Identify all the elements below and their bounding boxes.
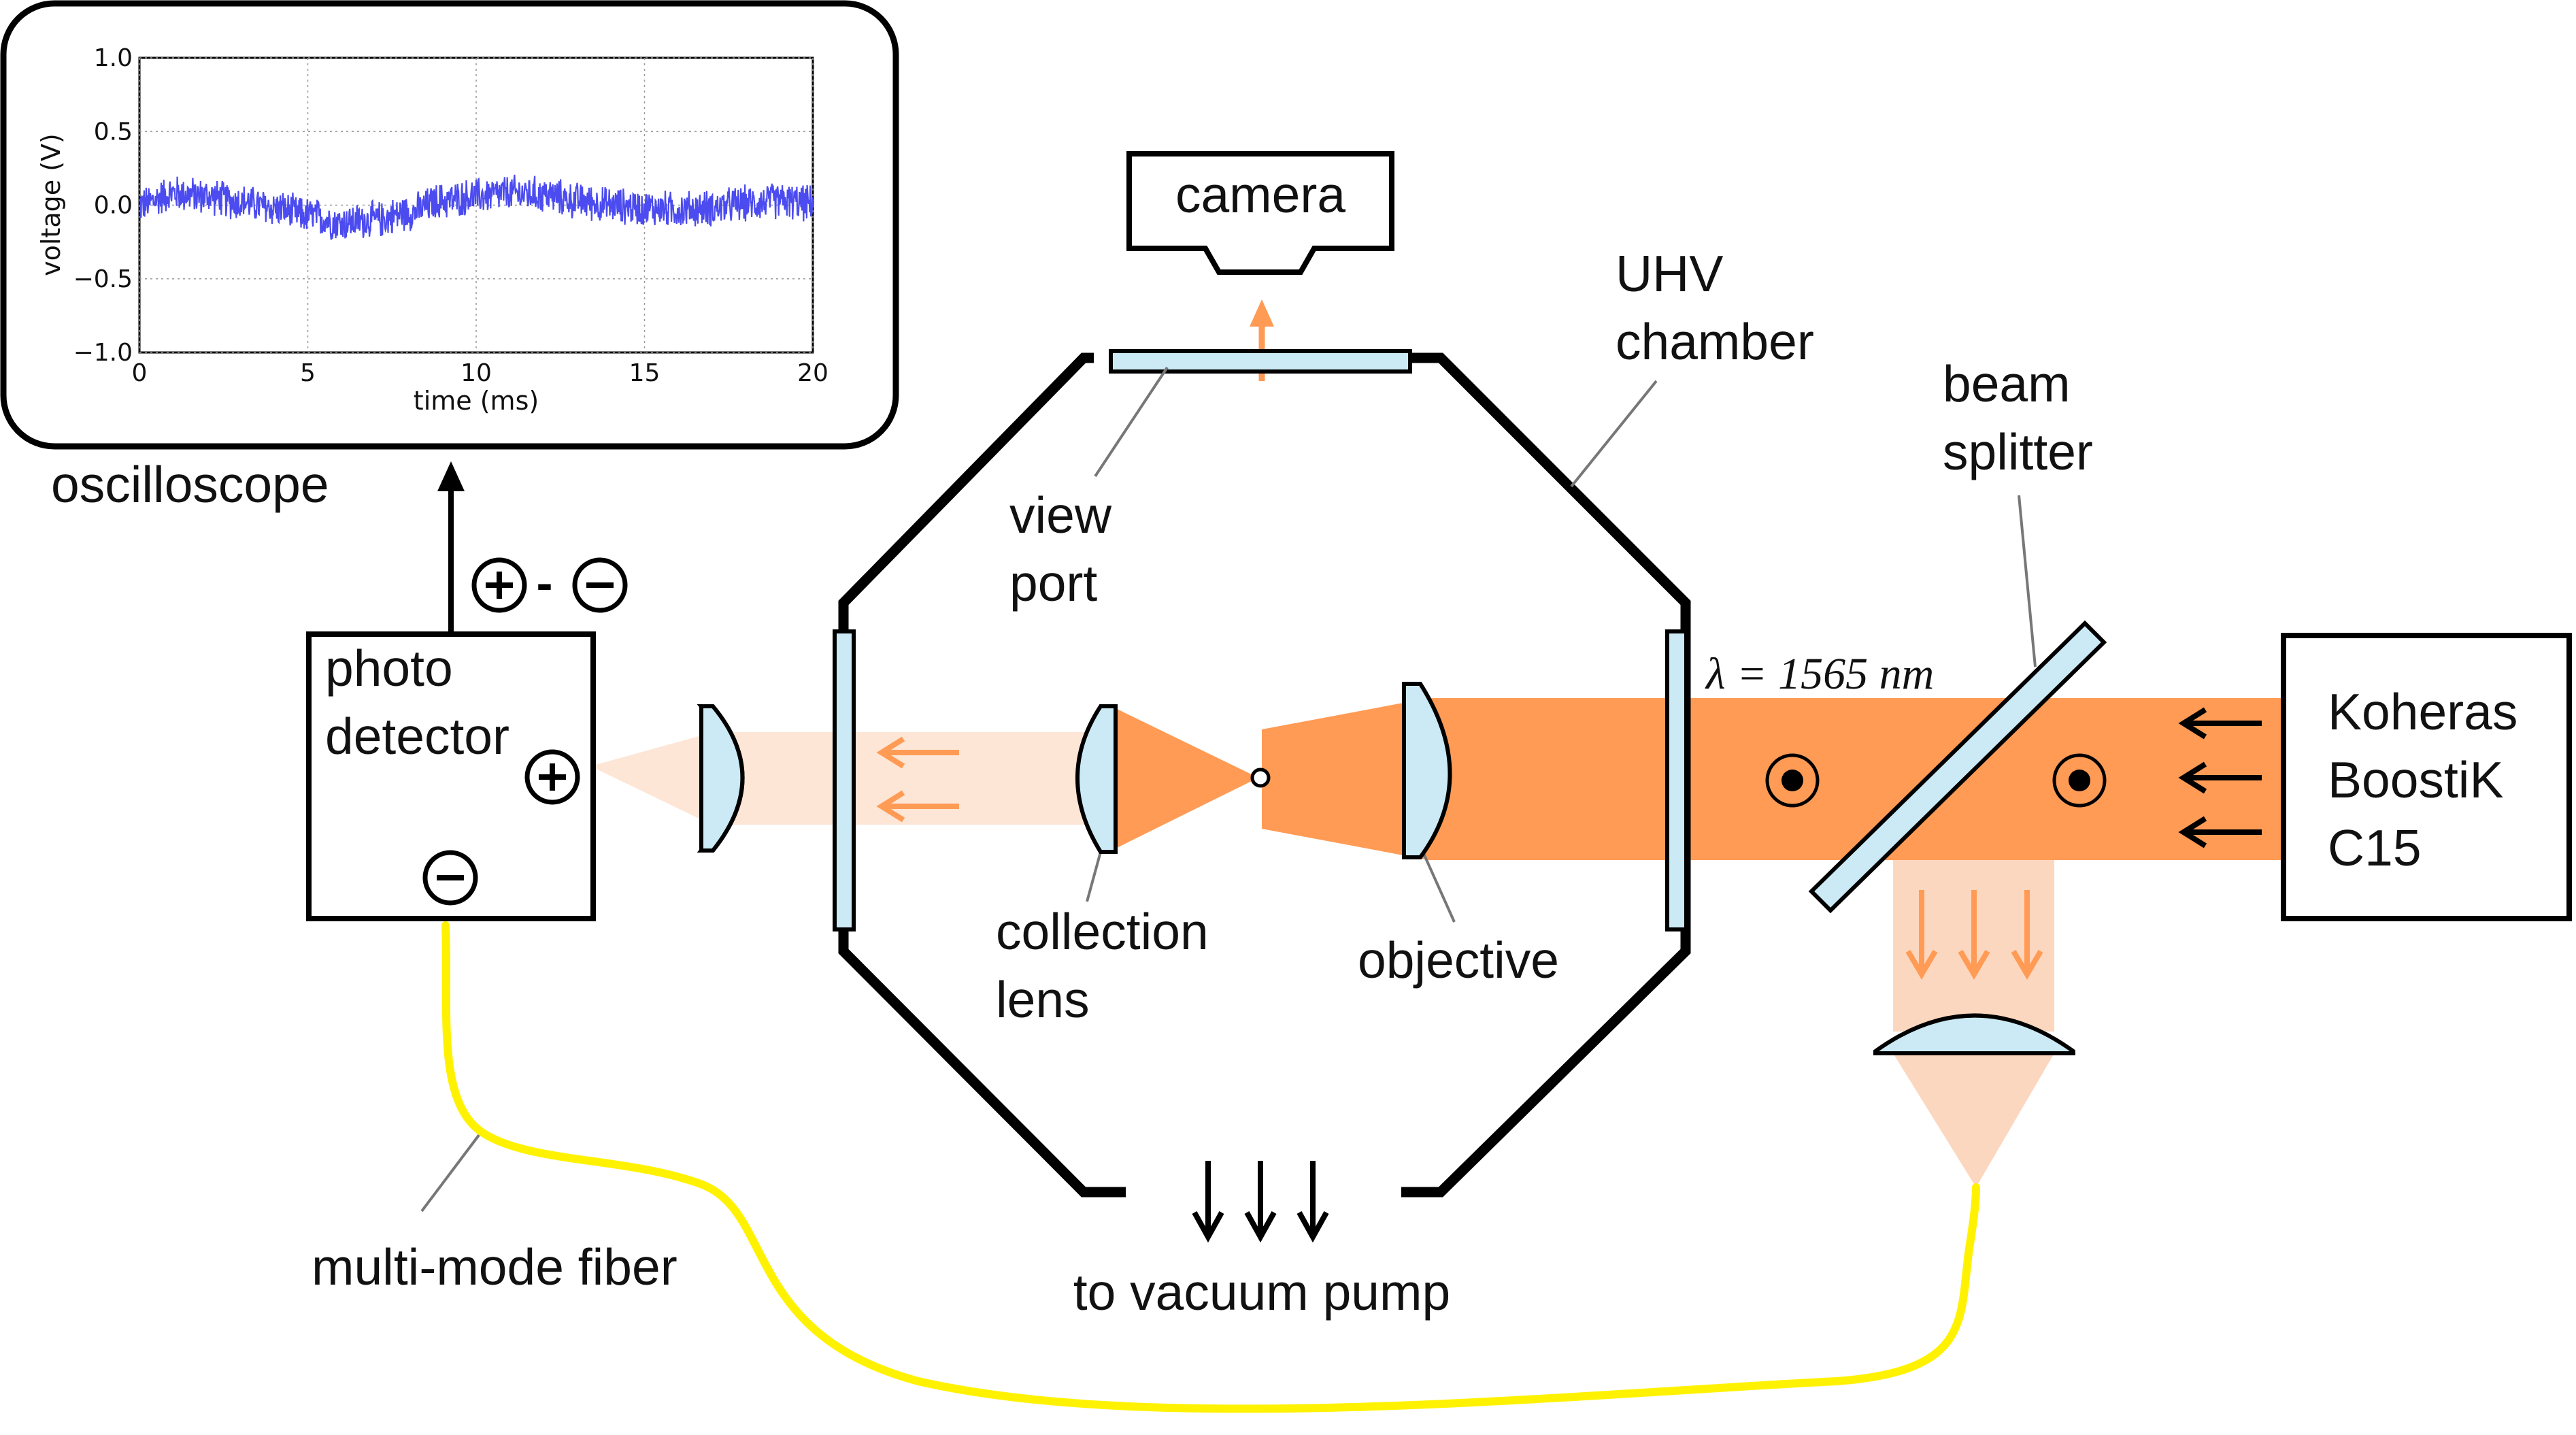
camera-box	[1126, 151, 1394, 275]
x-tick-label: 0	[132, 359, 148, 387]
detector-lens-shape	[699, 704, 745, 853]
x-tick-labels: 0 5 10 15 20	[132, 359, 829, 387]
minus-circle-icon	[422, 850, 478, 906]
y-axis-label: voltage (V)	[36, 133, 66, 276]
camera-beam-arrowhead	[1250, 299, 1274, 327]
detector-beam	[590, 733, 709, 823]
collection-label: collection	[996, 903, 1209, 960]
right-window	[1665, 629, 1688, 931]
view-label: view	[1009, 486, 1112, 544]
signal-arrowhead	[437, 461, 465, 491]
focus-cone-right	[1262, 705, 1408, 853]
objective-label: objective	[1358, 931, 1559, 989]
vacuum-arrows	[1192, 1161, 1329, 1243]
lens-label: lens	[996, 971, 1090, 1028]
koheras-box	[2281, 633, 2572, 921]
c15-label: C15	[2328, 819, 2422, 876]
beam-label: beam	[1943, 355, 2071, 412]
y-tick-label: 0.5	[94, 118, 133, 146]
splitter-label: splitter	[1943, 423, 2093, 480]
x-tick-label: 10	[461, 359, 492, 387]
oscilloscope-plot: 0 5 10 15 20 1.0 0.5 0.0 −0.5 −1.0 time (ms) vol…	[36, 44, 829, 416]
uhv-pointer	[1570, 380, 1658, 488]
vacuum-label: to vacuum pump	[1073, 1264, 1450, 1321]
x-tick-label: 5	[300, 359, 316, 387]
uhv-label: UHV	[1616, 245, 1723, 302]
fiber-coupling-lens	[1873, 1013, 2075, 1055]
multi-mode-fiber	[441, 921, 1980, 1413]
plus-circle-icon	[524, 749, 580, 805]
collected-beam	[709, 732, 1107, 825]
collection-lens	[1075, 704, 1118, 854]
collection-pointer	[1086, 851, 1102, 902]
beam-splitter	[1808, 620, 2107, 914]
boostik-label: BoostiK	[2328, 751, 2503, 808]
fiber-pointer	[420, 1133, 481, 1213]
fiber-label: multi-mode fiber	[312, 1238, 678, 1296]
chamber-label: chamber	[1616, 313, 1814, 370]
objective-lens	[1402, 682, 1452, 859]
main-beam	[1428, 698, 2284, 860]
port-label: port	[1009, 555, 1097, 612]
wavelength-label: λ = 1565 nm	[1705, 649, 1934, 699]
oscilloscope-label: oscilloscope	[51, 456, 329, 513]
x-axis-label: time (ms)	[414, 386, 539, 416]
koheras-label: Koheras	[2328, 683, 2518, 740]
y-tick-label: 1.0	[94, 44, 133, 72]
beamsplitter-pointer	[2018, 495, 2037, 667]
voltage-trace	[139, 174, 814, 240]
collection-cone	[1114, 708, 1258, 849]
x-tick-label: 15	[629, 359, 660, 387]
incoming-beam-arrows	[2178, 707, 2262, 848]
detector-label: detector	[325, 708, 509, 765]
left-window	[833, 629, 856, 931]
minus-circle-icon	[572, 557, 628, 613]
dot-circle-icon	[2052, 753, 2107, 808]
y-tick-label: 0.0	[94, 192, 133, 220]
signal-minus-sign: -	[536, 561, 553, 609]
y-tick-label: −1.0	[73, 339, 133, 367]
trapped-particle	[1250, 768, 1271, 788]
x-tick-label: 20	[797, 359, 829, 387]
viewport-pointer	[1094, 366, 1169, 478]
dot-circle-icon	[1765, 753, 1820, 808]
y-tick-label: −0.5	[73, 265, 133, 293]
collected-light-arrows	[876, 736, 959, 823]
photo-label: photo	[325, 640, 453, 697]
focused-reflected-beam	[1893, 1053, 2054, 1187]
top-viewport	[1109, 349, 1412, 374]
laser-beams	[590, 299, 2284, 1187]
camera-label: camera	[1175, 166, 1345, 223]
plus-circle-icon	[471, 557, 527, 613]
y-tick-labels: 1.0 0.5 0.0 −0.5 −1.0	[73, 44, 133, 367]
reflected-light-arrows	[1905, 890, 2043, 980]
objective-pointer	[1420, 848, 1456, 923]
